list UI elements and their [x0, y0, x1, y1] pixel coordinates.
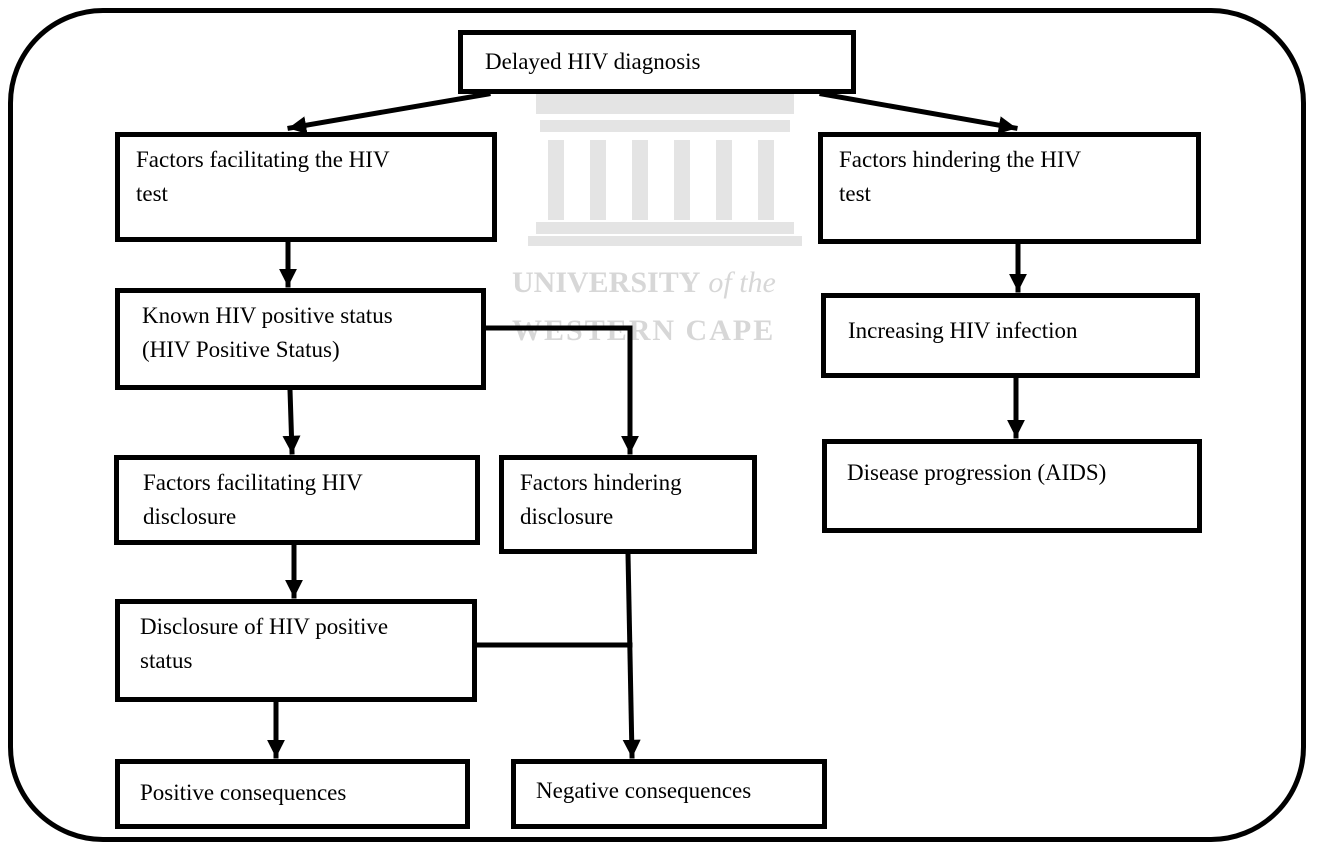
node-disclosure-of-hiv-positive-status: Disclosure of HIV positive status	[115, 599, 477, 702]
edge-known-status-to-hindering-disclosure	[483, 325, 639, 455]
node-factors-facilitating-hiv-test: Factors facilitating the HIV test	[115, 132, 497, 242]
edge-delayed-to-facilitating-test	[287, 91, 491, 135]
node-delayed-hiv-diagnosis: Delayed HIV diagnosis	[458, 30, 856, 94]
node-increasing-hiv-infection: Increasing HIV infection	[821, 293, 1200, 378]
outer-frame	[8, 8, 1306, 842]
node-negative-consequences: Negative consequences	[511, 759, 827, 829]
edge-known-status-to-facilitating-disclosure	[282, 387, 301, 455]
node-known-hiv-positive-status: Known HIV positive status (HIV Positive …	[115, 288, 486, 390]
edge-delayed-to-hindering-test	[819, 91, 1018, 135]
node-positive-consequences: Positive consequences	[115, 759, 470, 829]
edge-hindering-disclosure-to-negative	[622, 551, 641, 759]
node-factors-hindering-hiv-test: Factors hindering the HIV test	[818, 132, 1201, 244]
node-factors-hindering-disclosure: Factors hindering disclosure	[499, 455, 757, 554]
node-factors-facilitating-hiv-disclosure: Factors facilitating HIV disclosure	[114, 455, 480, 545]
node-disease-progression-aids: Disease progression (AIDS)	[822, 439, 1202, 533]
